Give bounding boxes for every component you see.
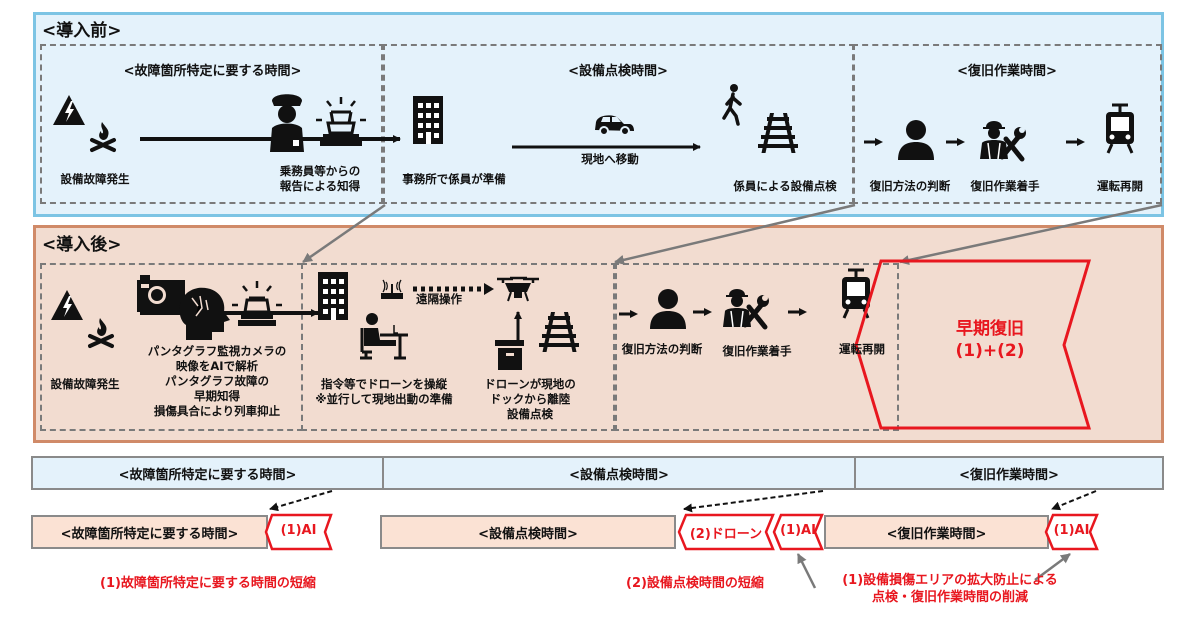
after-section-inspection: [301, 263, 617, 431]
drone-icon: [497, 276, 539, 302]
step-label: 現地へ移動: [581, 152, 639, 166]
shift-arrow: [269, 490, 333, 512]
step-label-multiline: 指令等でドローンを操縦 ※並行して現地出動の準備: [302, 377, 466, 407]
before-panel: [33, 12, 1164, 217]
drone-dock-icon: [495, 340, 524, 370]
after-panel-title: <導入後>: [42, 235, 122, 255]
step-label: 事務所で係員が準備: [402, 172, 506, 186]
alarm-light-icon: [232, 281, 282, 326]
pointer-arrow: [796, 553, 817, 589]
note-line: (1)設備損傷エリアの拡大防止による: [842, 573, 1058, 588]
shift-arrow: [683, 490, 824, 513]
tag-drone: [677, 513, 775, 551]
connector-arrow: [614, 203, 856, 265]
before-section-inspection: [381, 44, 855, 204]
step-label: 復旧作業着手: [722, 344, 792, 358]
arrow-icon: [617, 308, 640, 320]
early-recovery-title: 早期復旧: [956, 319, 1024, 339]
timeline-after-inspection: <設備点検時間>: [380, 515, 676, 549]
step-label: 復旧方法の判断: [869, 179, 951, 193]
timeline-before-recovery: <復旧作業時間>: [854, 456, 1164, 490]
arrow-icon: [786, 306, 809, 318]
tag-ai-2-label: (1)AI: [780, 523, 816, 538]
person-icon: [650, 289, 686, 329]
step-label-line: ※並行して現地出動の準備: [315, 392, 453, 406]
step-label-line: 指令等でドローンを操縦: [321, 377, 447, 391]
early-recovery-label: 早期復旧 (1)+(2): [900, 318, 1080, 362]
after-flow-graphics: [51, 203, 1163, 430]
router-icon: [381, 279, 403, 299]
pointer-arrow: [1034, 552, 1071, 582]
car-icon: [595, 115, 634, 136]
after-section-recovery: [613, 263, 899, 431]
step-label-multiline: ドローンが現地の ドックから離陸 設備点検: [472, 377, 588, 422]
before-section-recovery: [852, 44, 1162, 204]
timeline-graphics: [264, 490, 1099, 589]
step-label-line: 損傷具合により列車抑止: [153, 404, 281, 418]
step-label-line: ドローンが現地の: [484, 377, 576, 391]
before-section-title: <故障箇所特定に要する時間>: [123, 64, 302, 79]
alarm-light-icon: [316, 97, 366, 146]
step-label-line: ドックから離陸: [489, 392, 571, 406]
step-label-line: パンタグラフ故障の: [164, 374, 270, 388]
tag-ai-3-label: (1)AI: [1053, 523, 1090, 538]
tag-ai-1-label: (1)AI: [280, 523, 317, 538]
step-label: 復旧方法の判断: [621, 342, 703, 356]
note-damage-prevention: (1)設備損傷エリアの拡大防止による 点検・復旧作業時間の削減: [800, 572, 1100, 606]
rail-track-icon: [539, 312, 579, 352]
camera-icon: [137, 275, 185, 312]
office-building-icon: [318, 272, 348, 320]
before-panel-title: <導入前>: [42, 21, 122, 41]
step-label-line: 報告による知得: [279, 179, 361, 193]
step-label-line: 乗務員等からの: [279, 164, 361, 178]
shift-arrow: [1051, 490, 1097, 511]
operator-desk-icon: [360, 313, 408, 360]
step-label: 設備故障発生: [60, 172, 130, 186]
before-flow-graphics: [53, 84, 1136, 220]
step-label-multiline: パンタグラフ監視カメラの 映像をAIで解析 パンタグラフ故障の 早期知得 損傷具…: [134, 344, 300, 419]
before-section-title: <復旧作業時間>: [957, 64, 1057, 79]
ai-head-icon: [179, 287, 230, 340]
timeline-after-fault-detection: <故障箇所特定に要する時間>: [31, 515, 268, 549]
note-fault-detection-reduction: (1)故障箇所特定に要する時間の短縮: [100, 576, 316, 591]
timeline-before-fault-detection: <故障箇所特定に要する時間>: [31, 456, 384, 490]
step-label-line: 早期知得: [194, 389, 240, 403]
before-section-fault-detection: [40, 44, 385, 204]
step-label: 運転再開: [1097, 179, 1143, 193]
step-label: 運転再開: [839, 342, 885, 356]
warning-fire-icon: [51, 290, 114, 348]
step-label: 係員による設備点検: [733, 179, 837, 193]
connector-arrow: [899, 203, 1163, 265]
walker-icon: [722, 84, 742, 126]
step-label-line: 設備点検: [507, 407, 553, 421]
note-line: 点検・復旧作業時間の削減: [871, 590, 1028, 605]
step-label: 設備故障発生: [50, 377, 120, 391]
tag-ai-3: [1044, 513, 1099, 551]
worker-wrench-icon: [723, 289, 769, 327]
step-label: 復旧作業着手: [970, 179, 1040, 193]
early-recovery-chevron: [854, 259, 1092, 430]
tag-ai-2: [772, 513, 824, 551]
step-label: 遠隔操作: [416, 292, 462, 306]
before-section-title: <設備点検時間>: [568, 64, 668, 79]
early-recovery-formula: (1)+(2): [955, 341, 1025, 361]
connector-arrow: [302, 203, 386, 264]
step-label-line: 映像をAIで解析: [175, 359, 259, 373]
step-label-line: パンタグラフ監視カメラの: [147, 344, 287, 358]
arrow-icon: [691, 306, 714, 318]
timeline-before-inspection: <設備点検時間>: [382, 456, 856, 490]
tag-drone-label: (2)ドローン: [689, 527, 763, 542]
conductor-icon: [270, 94, 304, 152]
tag-ai-1: [264, 513, 333, 551]
step-label: 乗務員等からの 報告による知得: [260, 164, 380, 194]
note-inspection-reduction: (2)設備点検時間の短縮: [626, 576, 764, 591]
